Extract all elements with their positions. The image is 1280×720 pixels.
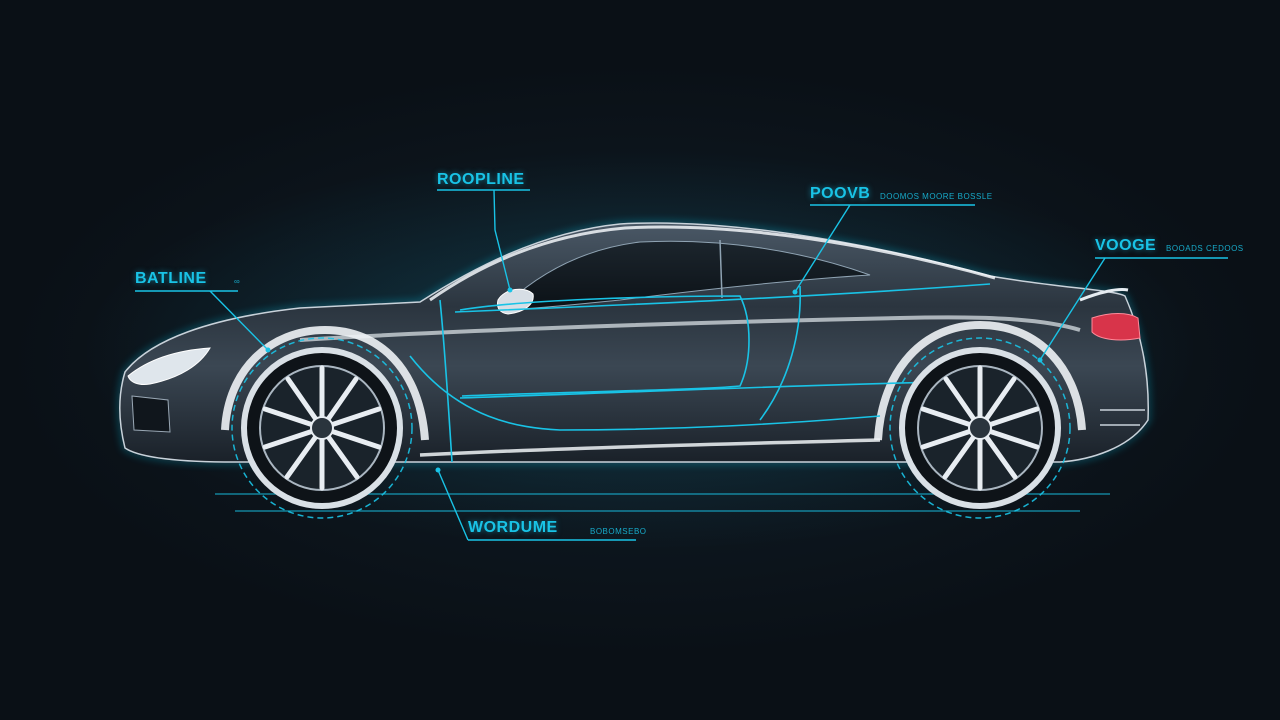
roof-highlight xyxy=(429,225,996,302)
rear-wheel xyxy=(889,337,1071,519)
rear-diffuser xyxy=(1100,409,1145,426)
front-intake xyxy=(131,395,171,433)
beltline-label: BATLINE xyxy=(135,270,207,287)
taillight xyxy=(1091,313,1141,341)
wheelbase-label: WORDUME xyxy=(468,519,558,536)
callout-leaders xyxy=(135,189,1228,541)
shoulder-highlight xyxy=(299,315,1081,342)
beltline-sub: ∞ xyxy=(234,277,241,286)
callout-dots xyxy=(265,287,1043,473)
profile-sub: DOOMOS MOORE BOSSLE xyxy=(880,192,993,201)
profile-label: POOVB xyxy=(810,185,871,202)
roofline-label: ROOPLINE xyxy=(437,171,525,188)
rear-spoiler xyxy=(1079,288,1129,302)
rocker-highlight xyxy=(419,438,881,457)
headlight xyxy=(127,347,211,385)
volume-sub: BOOADS CEDOOS xyxy=(1166,244,1244,253)
front-arch xyxy=(221,325,429,441)
side-window xyxy=(504,240,871,311)
front-wheel xyxy=(231,337,413,519)
wheelbase-sub: BOBOMSEBO xyxy=(590,527,647,536)
window-pillar xyxy=(719,239,723,299)
volume-label: VOOGE xyxy=(1095,237,1157,254)
rear-arch xyxy=(874,320,1086,441)
